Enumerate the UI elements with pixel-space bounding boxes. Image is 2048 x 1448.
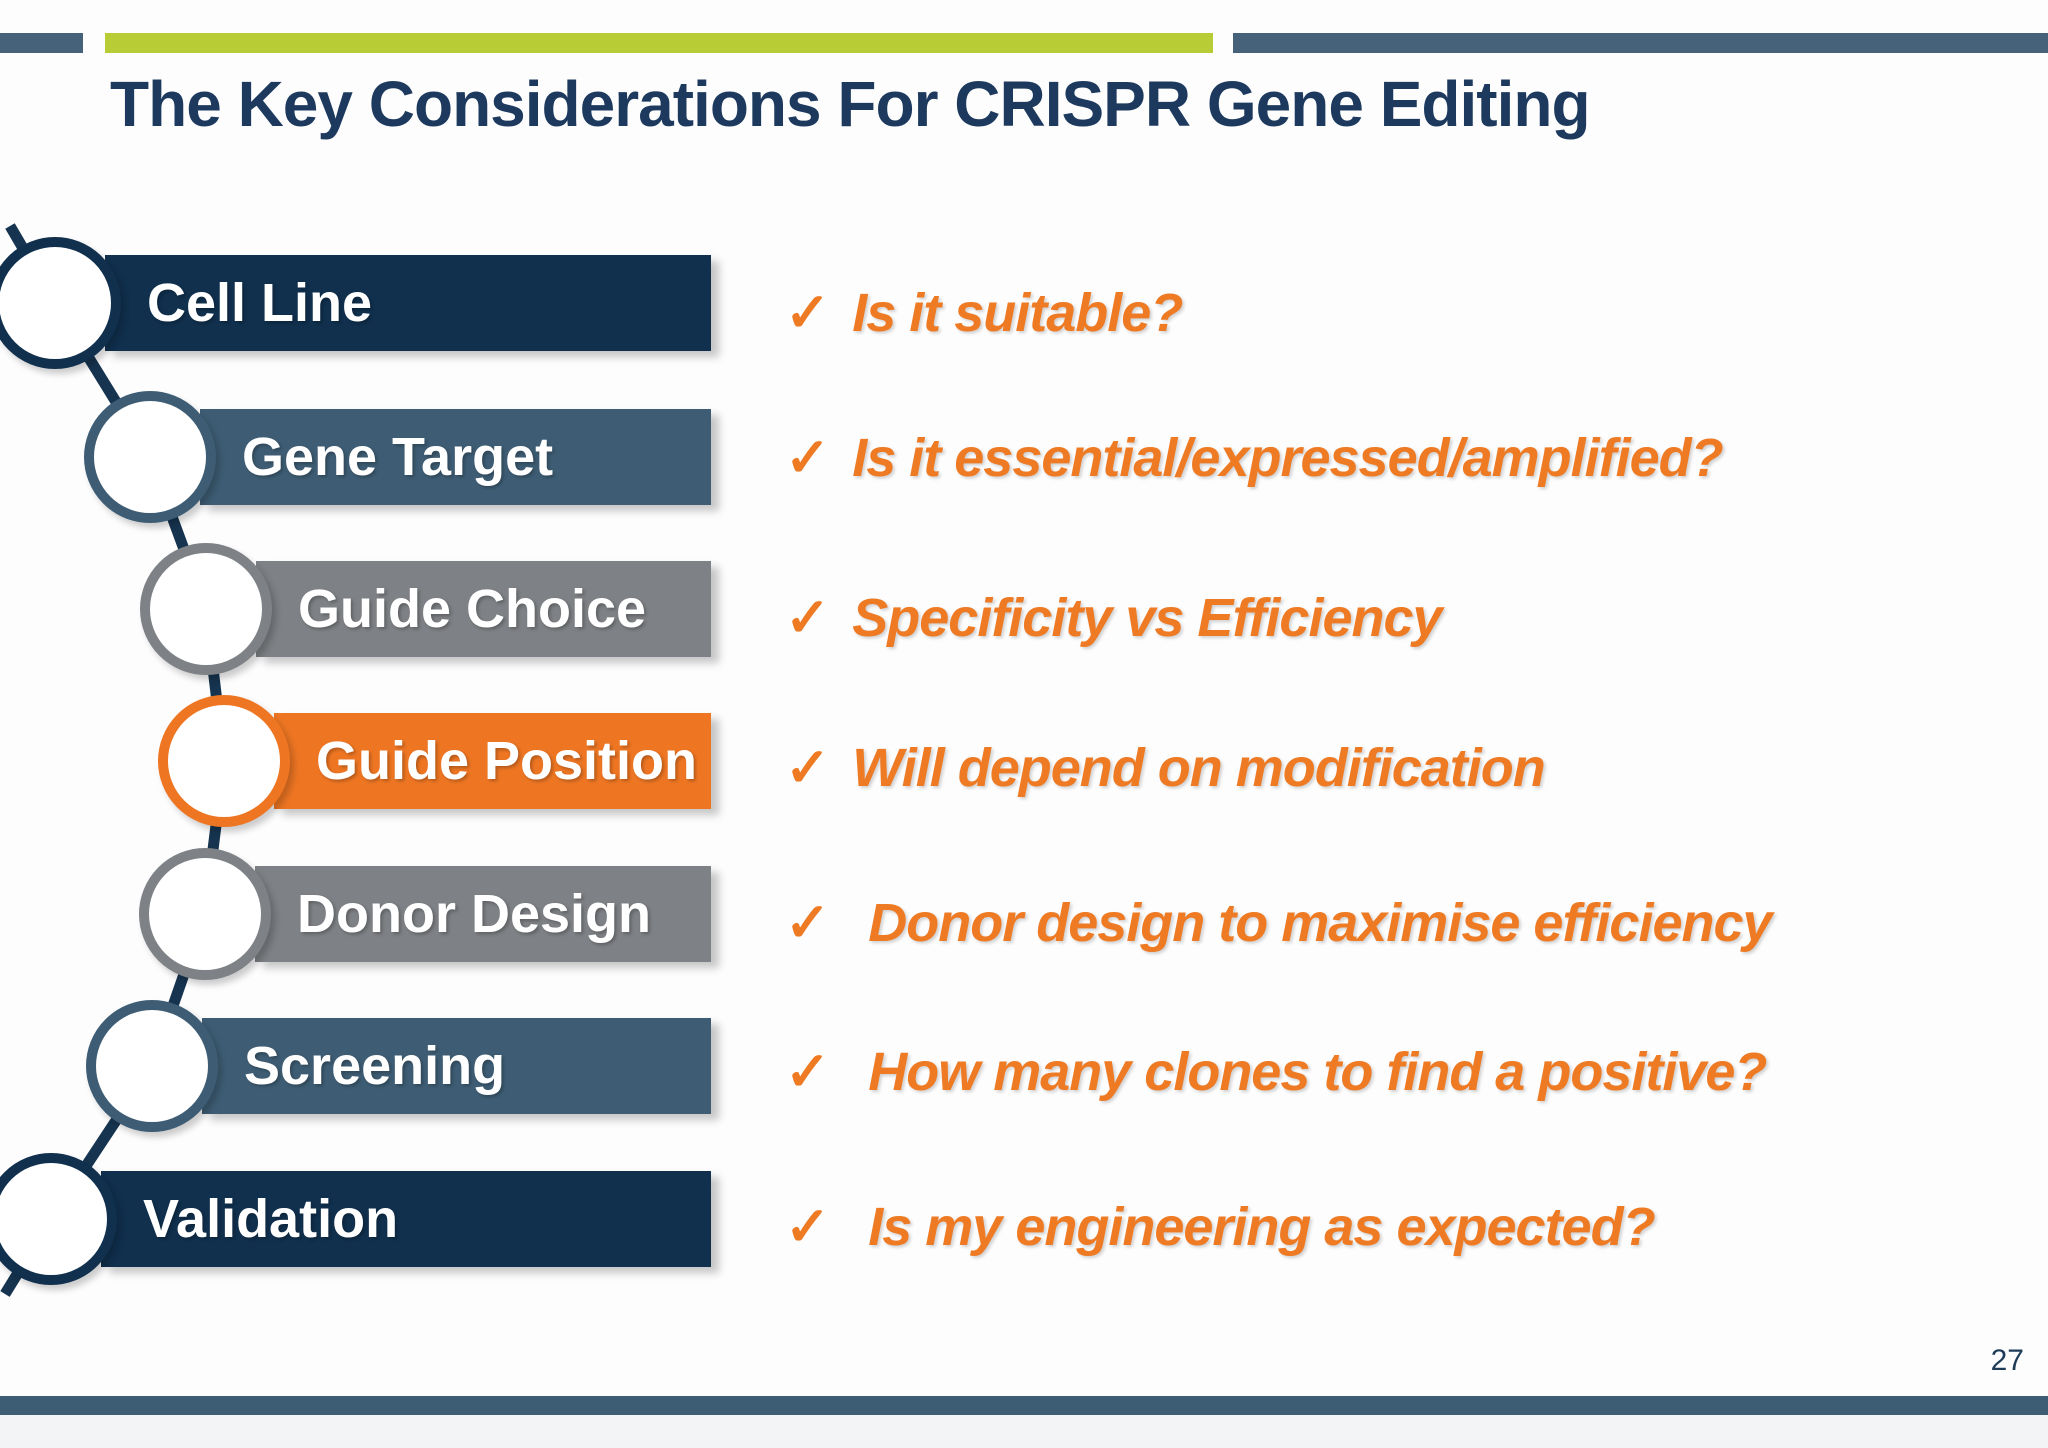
step-bar-donor-design: Donor Design [255,866,711,962]
checkmark-icon: ✓ [785,428,831,488]
step-bar-gene-target: Gene Target [200,409,711,505]
step-circle-gene-target [84,391,216,523]
checklist-text: Is it essential/expressed/amplified? [852,428,1723,488]
checklist-item-suitable: ✓ Is it suitable? [785,271,1183,355]
bottom-bar [0,1396,2048,1415]
top-band-right-bar [1233,33,2048,53]
step-bar-validation: Validation [101,1171,711,1267]
step-bar-cell-line: Cell Line [105,255,711,351]
checklist-item-clones: ✓ How many clones to find a positive? [785,1030,1767,1114]
step-bar-screening: Screening [202,1018,711,1114]
page-title: The Key Considerations For CRISPR Gene E… [110,68,1591,140]
step-label: Screening [244,1036,506,1096]
step-label: Gene Target [242,427,554,487]
checklist-item-modification: ✓ Will depend on modification [785,726,1546,810]
step-label: Guide Position [316,731,698,791]
top-band-green-bar [105,33,1213,53]
step-bar-guide-choice: Guide Choice [256,561,711,657]
checklist-text: Donor design to maximise efficiency [868,893,1772,953]
step-circle-donor-design [139,848,271,980]
step-circle-cell-line [0,237,121,369]
checkmark-icon: ✓ [785,738,831,798]
checklist-item-donor: ✓ Donor design to maximise efficiency [785,881,1773,965]
step-label: Validation [143,1189,399,1249]
step-bar-guide-position: Guide Position [274,713,711,809]
checklist-text: Is my engineering as expected? [868,1197,1655,1257]
checklist-item-engineering: ✓ Is my engineering as expected? [785,1185,1656,1269]
checklist-text: Is it suitable? [852,283,1183,343]
top-band-left-segment [0,33,83,53]
page-number: 27 [1990,1344,2024,1377]
checkmark-icon: ✓ [785,283,831,343]
checkmark-icon: ✓ [785,1197,831,1257]
checklist-item-specificity: ✓ Specificity vs Efficiency [785,576,1443,660]
checkmark-icon: ✓ [785,588,831,648]
checkmark-icon: ✓ [785,893,831,953]
step-label: Donor Design [297,884,652,944]
bottom-strip [0,1415,2048,1448]
step-circle-guide-choice [140,543,272,675]
step-circle-screening [86,1000,218,1132]
checklist-text: How many clones to find a positive? [868,1042,1767,1102]
checklist-text: Will depend on modification [852,738,1545,798]
step-circle-validation [0,1153,117,1285]
step-circle-guide-position [158,695,290,827]
checkmark-icon: ✓ [785,1042,831,1102]
step-label: Cell Line [147,273,373,333]
checklist-text: Specificity vs Efficiency [852,588,1442,648]
checklist-item-essential: ✓ Is it essential/expressed/amplified? [785,416,1724,500]
step-label: Guide Choice [298,579,647,639]
